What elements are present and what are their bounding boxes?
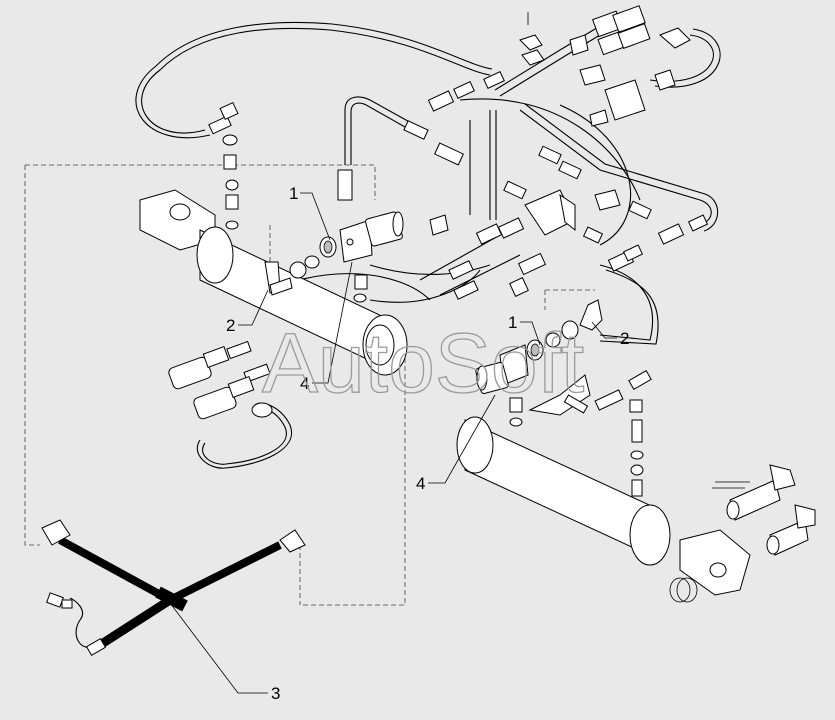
hose-fittings <box>208 71 709 497</box>
callout-2-right: 2 <box>620 329 629 348</box>
callout-1-right: 1 <box>508 313 517 332</box>
wiring-harness <box>41 519 306 657</box>
callout-1-left: 1 <box>289 184 298 203</box>
callout-leaders <box>169 192 617 694</box>
solenoid-valve-left <box>264 211 404 296</box>
callout-4-right: 4 <box>416 474 425 493</box>
upper-hose-runs <box>135 19 721 345</box>
dashed-group-outline <box>24 164 595 606</box>
callout-labels: 1 2 4 1 2 4 3 <box>226 184 629 703</box>
left-cylinder <box>139 189 408 376</box>
callout-2-left: 2 <box>226 316 235 335</box>
callout-3: 3 <box>271 684 280 703</box>
pins-and-clips <box>712 464 816 556</box>
quick-couplers <box>168 346 293 469</box>
solenoid-valve-right <box>475 299 603 395</box>
watermark-text: AutoSoft <box>262 316 584 410</box>
callout-4-left: 4 <box>300 374 309 393</box>
valve-blocks <box>519 5 691 236</box>
misc-small-parts <box>429 12 621 236</box>
